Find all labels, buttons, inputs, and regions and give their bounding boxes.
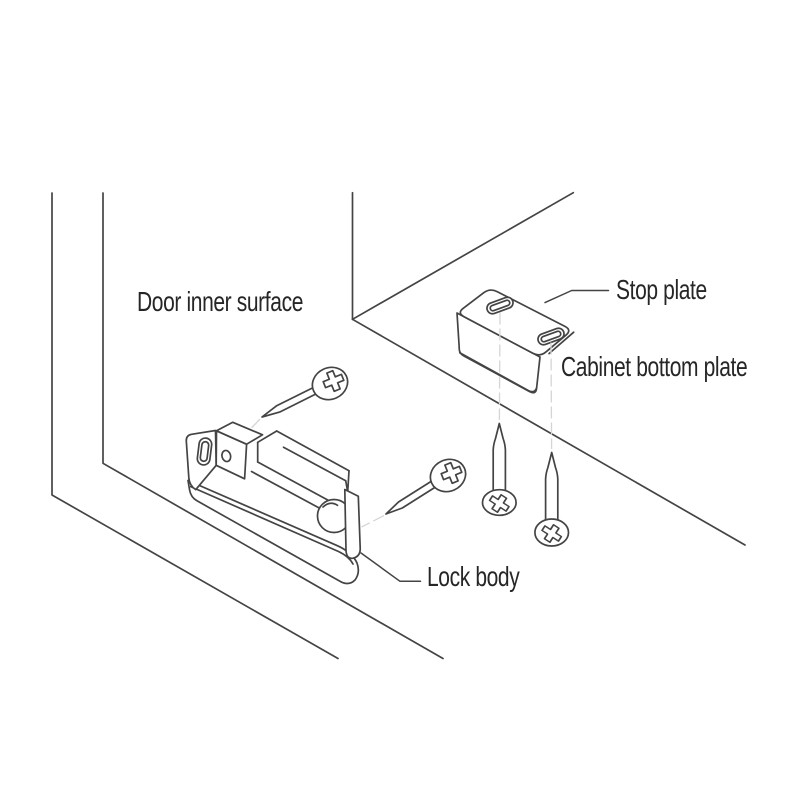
lock-arm-mouth-edge	[256, 461, 331, 503]
screw-middle	[385, 458, 467, 515]
bracket-right-thickness	[548, 331, 575, 355]
screw-head	[429, 458, 467, 493]
label-stop-plate: Stop plate	[616, 274, 707, 305]
cabinet-top-edge	[351, 191, 575, 321]
lock-block-hole	[221, 449, 232, 463]
guide-slot2-to-screw	[550, 342, 553, 450]
door-outer-edge	[51, 192, 339, 660]
guide-slot1-to-screw	[498, 312, 501, 421]
lock-block-top	[215, 421, 264, 446]
bracket-slot-2-inner	[540, 330, 562, 343]
bracket-bottom-thickness	[458, 351, 538, 393]
lock-end-tab	[343, 488, 362, 560]
screw-head	[311, 366, 349, 401]
lock-roller-hub	[322, 502, 339, 508]
screw-shaft	[385, 478, 439, 515]
bracket-slot-1	[486, 296, 514, 315]
bracket-slot-2	[537, 327, 565, 346]
guide-screw-to-lock-end	[361, 515, 385, 528]
bracket-slot-1-inner	[489, 299, 511, 312]
label-door-inner-surface: Door inner surface	[137, 286, 304, 317]
stop-plate-leader	[544, 289, 610, 304]
label-lock-body: Lock body	[427, 561, 520, 592]
lock-arm-silhouette	[251, 431, 349, 510]
screw-vertical-right	[534, 451, 570, 547]
door-inner-edge	[102, 192, 444, 660]
label-cabinet-bottom-plate: Cabinet bottom plate	[561, 351, 748, 382]
lock-body-leader	[360, 552, 422, 583]
lock-arm-lip	[282, 446, 347, 482]
stop-plate-bracket	[456, 289, 575, 394]
screw-shaft	[492, 422, 507, 497]
flange-slot-inner	[199, 440, 210, 463]
lock-arm-back-edge	[256, 430, 278, 444]
screw-shaft	[261, 385, 320, 418]
door-panel	[51, 192, 444, 660]
cabinet-bottom-plate	[351, 191, 746, 546]
screw-head	[534, 518, 570, 547]
screw-shaft	[544, 451, 559, 527]
cabinet-front-edge	[351, 318, 746, 546]
leader-lines	[360, 289, 610, 583]
lock-arm-ridge	[275, 430, 350, 472]
screw-vertical-left	[481, 422, 517, 517]
lock-arm-lower-lip	[250, 470, 323, 511]
lock-body	[185, 421, 362, 585]
lock-base-rail-inner	[189, 485, 354, 565]
screw-head	[481, 488, 517, 517]
screw-upper-left	[261, 366, 349, 418]
